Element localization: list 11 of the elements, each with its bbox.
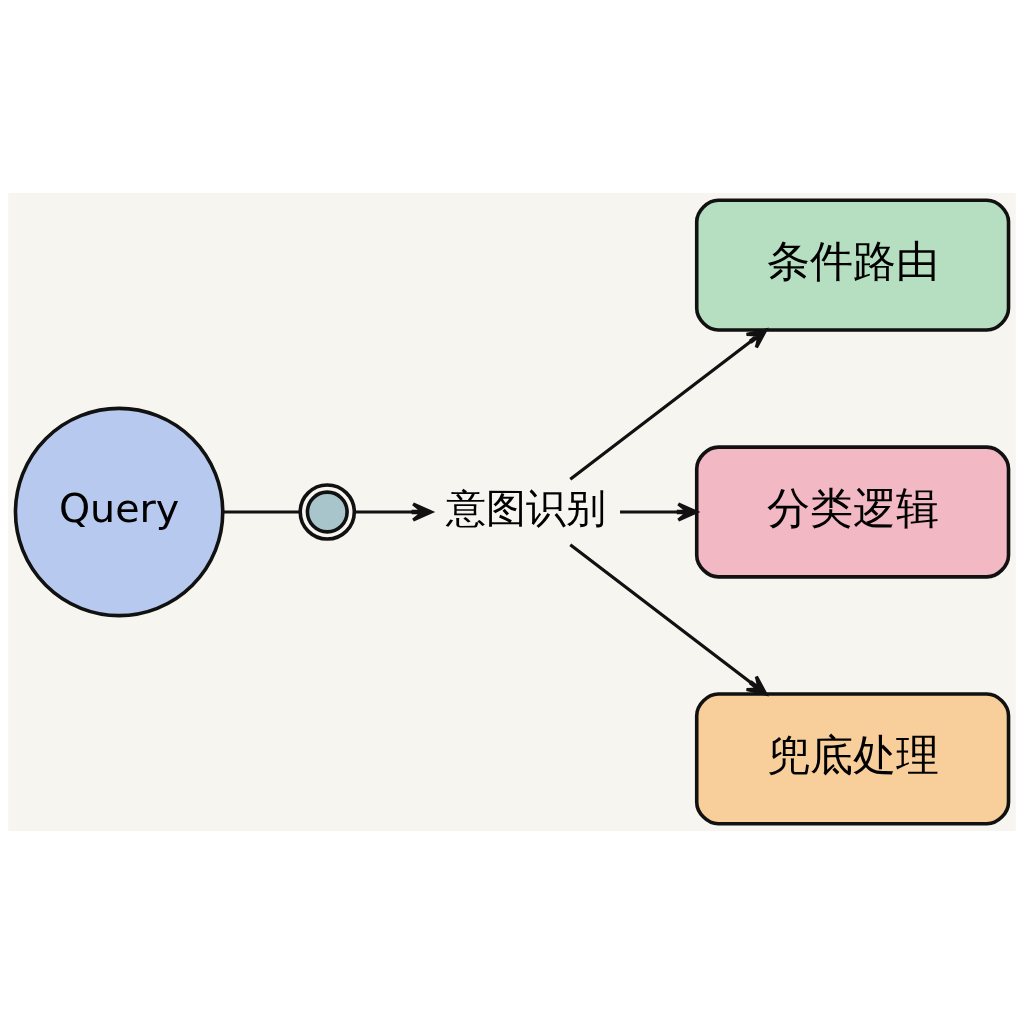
node-box: 条件路由 — [694, 198, 1011, 332]
connector — [223, 510, 300, 514]
node-text: 意图识别 — [445, 485, 606, 532]
arrow — [569, 543, 768, 696]
node-circle: Query — [13, 406, 225, 618]
arrow — [569, 328, 768, 481]
node-box: 分类逻辑 — [694, 445, 1011, 579]
node-box: 兜底处理 — [694, 692, 1011, 826]
arrow — [354, 502, 433, 522]
node-gear — [298, 483, 357, 541]
arrow — [620, 502, 699, 522]
